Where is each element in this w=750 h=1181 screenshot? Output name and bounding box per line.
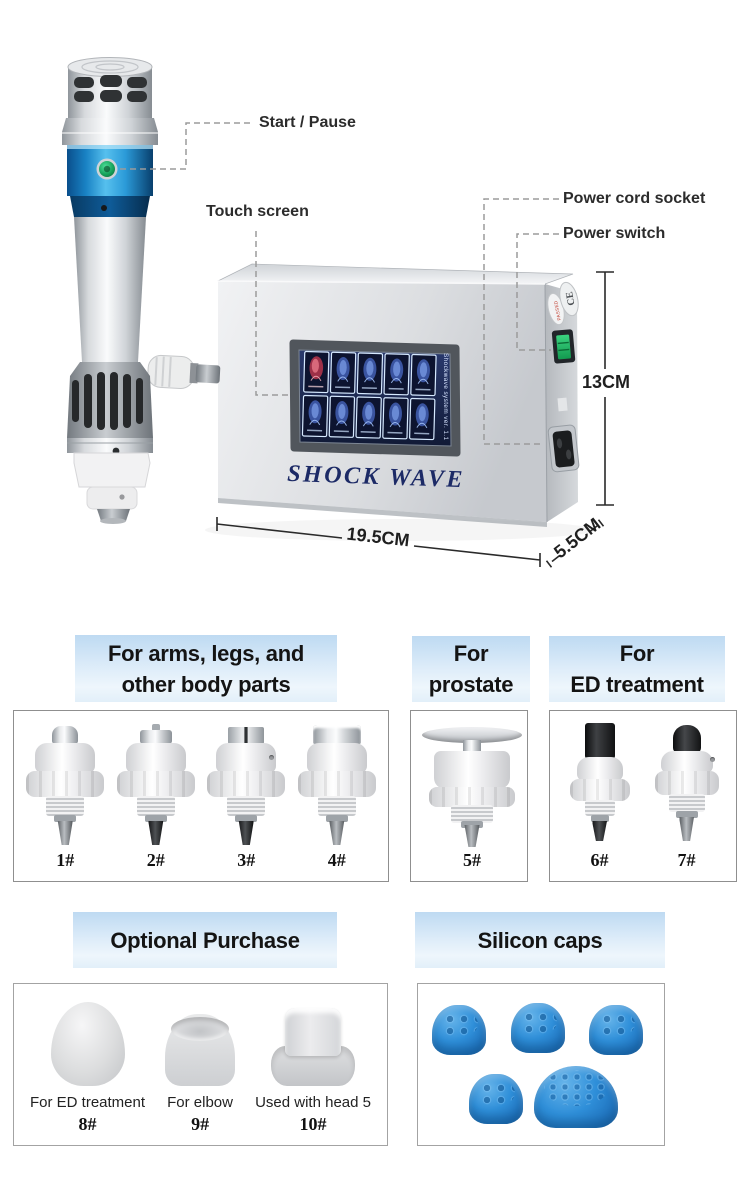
head-item-7: 7#: [644, 723, 730, 871]
panel-prostate-head: 5#: [410, 710, 528, 882]
optional-item-9: For elbow 9#: [165, 1014, 236, 1135]
head-label-4: 4#: [327, 850, 346, 870]
power-switch: [551, 329, 576, 364]
control-box: Shockwave system ver. 1.1 SHOCK WAVE PAS…: [217, 263, 580, 527]
touch-screen-callout-line: [255, 231, 289, 396]
treatment-head-2: [113, 723, 199, 847]
head-label-3: 3#: [237, 850, 256, 870]
section-header-arms-legs: For arms, legs, and other body parts: [75, 635, 337, 702]
treatment-head-3: [203, 723, 289, 847]
section-header-optional-purchase: Optional Purchase: [73, 912, 337, 968]
head-label-5: 5#: [463, 850, 481, 870]
panel-ed-heads: 6# 7#: [549, 710, 737, 882]
depth-dimension-line: [545, 519, 605, 568]
optional-caption-10: Used with head 5: [255, 1094, 371, 1111]
optional-caption-8: For ED treatment: [30, 1094, 146, 1111]
power-switch-callout-line: [516, 233, 559, 351]
optional-label-8: 8#: [78, 1114, 97, 1134]
blue-cap-2: [511, 1003, 565, 1053]
height-dimension-label: 13CM: [582, 372, 631, 392]
cap-vents: [74, 75, 147, 102]
handpiece: [62, 57, 158, 524]
panel-silicon-caps: [417, 983, 665, 1146]
side-label-sticker: [557, 397, 568, 412]
head-item-3: 3#: [203, 723, 289, 871]
ce-sticker: CE: [559, 281, 579, 317]
section-header-prostate: For prostate: [412, 636, 530, 702]
optional-label-9: 9#: [191, 1114, 210, 1134]
box-shadow: [205, 519, 595, 541]
start-pause-callout-line: [120, 122, 254, 170]
silicon-cap-9: [165, 1014, 236, 1086]
start-pause-label: Start / Pause: [259, 114, 356, 131]
blue-cap-3: [589, 1005, 643, 1055]
section-header-silicon-caps: Silicon caps: [415, 912, 665, 968]
optional-item-8: For ED treatment 8#: [30, 1002, 145, 1135]
dimension-lines: [216, 271, 614, 568]
optional-item-10: Used with head 5 10#: [255, 1008, 371, 1135]
head-label-1: 1#: [56, 850, 75, 870]
power-cord-socket-label: Power cord socket: [563, 190, 706, 207]
blue-cap-4: [469, 1074, 523, 1124]
optional-label-10: 10#: [299, 1114, 327, 1134]
touch-screen: Shockwave system ver. 1.1: [289, 339, 461, 457]
head-item-1: 1#: [22, 723, 108, 871]
silicon-cap-10: [271, 1008, 356, 1086]
screen-version-text: Shockwave system ver. 1.1: [442, 353, 449, 440]
callout-lines: [120, 122, 559, 445]
silicon-cap-8: [50, 1002, 125, 1086]
silicon-caps-grid: [418, 984, 664, 1145]
touch-screen-tiles: [301, 350, 437, 441]
brand-text: SHOCK WAVE: [287, 461, 466, 493]
treatment-head-5: [417, 723, 527, 847]
treatment-head-1: [22, 723, 108, 847]
power-switch-label: Power switch: [563, 225, 666, 242]
width-dimension-line: [216, 517, 541, 567]
handpiece-cable: [147, 354, 221, 389]
svg-text:PASSED: PASSED: [553, 300, 562, 321]
power-socket: [547, 424, 580, 473]
head-item-4: 4#: [294, 723, 380, 871]
svg-text:CE: CE: [564, 290, 578, 306]
touch-screen-label: Touch screen: [206, 203, 309, 220]
white-collar: [73, 452, 151, 488]
head-item-5: 5#: [417, 723, 527, 871]
head-item-6: 6#: [557, 723, 643, 871]
height-dimension-line: [596, 271, 614, 506]
collar-vents: [72, 372, 143, 430]
blue-cap-5: [534, 1066, 618, 1128]
head-label-2: 2#: [146, 850, 165, 870]
treatment-head-4: [294, 723, 380, 847]
head-label-7: 7#: [677, 850, 696, 870]
product-photo: Shockwave system ver. 1.1 SHOCK WAVE PAS…: [62, 57, 614, 568]
head-item-2: 2#: [113, 723, 199, 871]
panel-optional-purchase: For ED treatment 8# For elbow 9# Used wi…: [13, 983, 388, 1146]
blue-cap-1: [432, 1005, 486, 1055]
section-header-ed-treatment: For ED treatment: [549, 636, 725, 702]
panel-body-heads: 1# 2# 3# 4#: [13, 710, 389, 882]
optional-caption-9: For elbow: [167, 1094, 233, 1111]
head-label-6: 6#: [590, 850, 609, 870]
treatment-head-7: [644, 723, 730, 847]
treatment-head-6: [557, 723, 643, 847]
